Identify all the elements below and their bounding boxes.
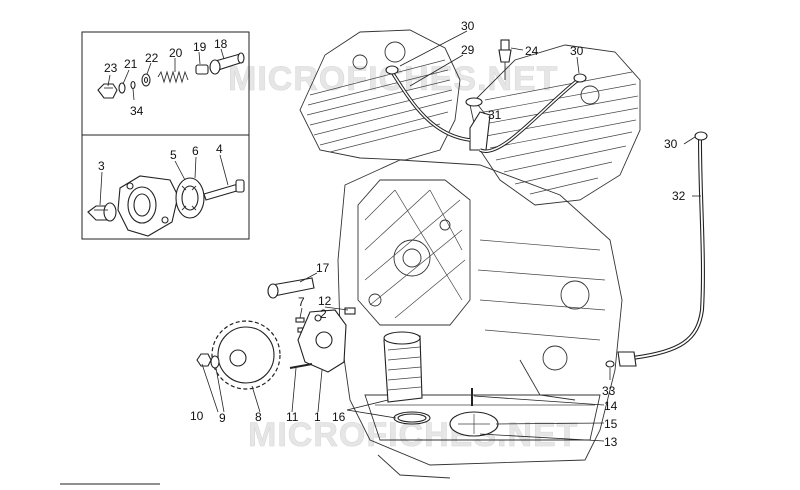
callout-13: 13: [604, 435, 618, 449]
callout-18: 18: [214, 37, 228, 51]
callout-31: 31: [488, 108, 502, 122]
callout-3: 3: [98, 159, 105, 173]
callout-6: 6: [192, 144, 199, 158]
callout-22: 22: [145, 51, 159, 65]
callout-30-hose: 30: [664, 137, 678, 151]
callout-29: 29: [461, 43, 475, 57]
callout-23: 23: [104, 61, 118, 75]
callout-labels: 23 21 22 20 19 18 34 3 5 6 4 30 29 24 30…: [98, 19, 686, 449]
leader-lines: [99, 30, 701, 442]
callout-11: 11: [286, 410, 299, 424]
callout-7: 7: [298, 295, 305, 309]
callout-4: 4: [216, 142, 223, 156]
relief-valve-parts: [97, 52, 245, 99]
callout-15: 15: [604, 417, 618, 431]
callout-12: 12: [318, 294, 332, 308]
callout-24: 24: [525, 44, 539, 58]
callout-30-top-right: 30: [570, 44, 584, 58]
callout-21: 21: [124, 57, 138, 71]
callout-5: 5: [170, 148, 177, 162]
oil-pump-inset-parts: [87, 175, 245, 237]
cap-nut: [97, 83, 118, 99]
callout-1: 1: [314, 410, 321, 424]
callout-9: 9: [219, 411, 226, 425]
callout-30-top-left: 30: [461, 19, 475, 33]
callout-2: 2: [320, 307, 327, 321]
callout-33: 33: [602, 384, 616, 398]
oil-lines: [385, 39, 708, 368]
callout-17: 17: [316, 261, 330, 275]
inset-box: [81, 31, 250, 240]
front-pump-assembly: [196, 277, 499, 437]
callout-16: 16: [332, 410, 346, 424]
callout-32: 32: [672, 189, 686, 203]
callout-20: 20: [169, 46, 183, 60]
callout-14: 14: [604, 399, 618, 413]
callout-8: 8: [255, 410, 262, 424]
callout-34: 34: [130, 104, 144, 118]
callout-19: 19: [193, 40, 207, 54]
callout-10: 10: [190, 409, 204, 423]
